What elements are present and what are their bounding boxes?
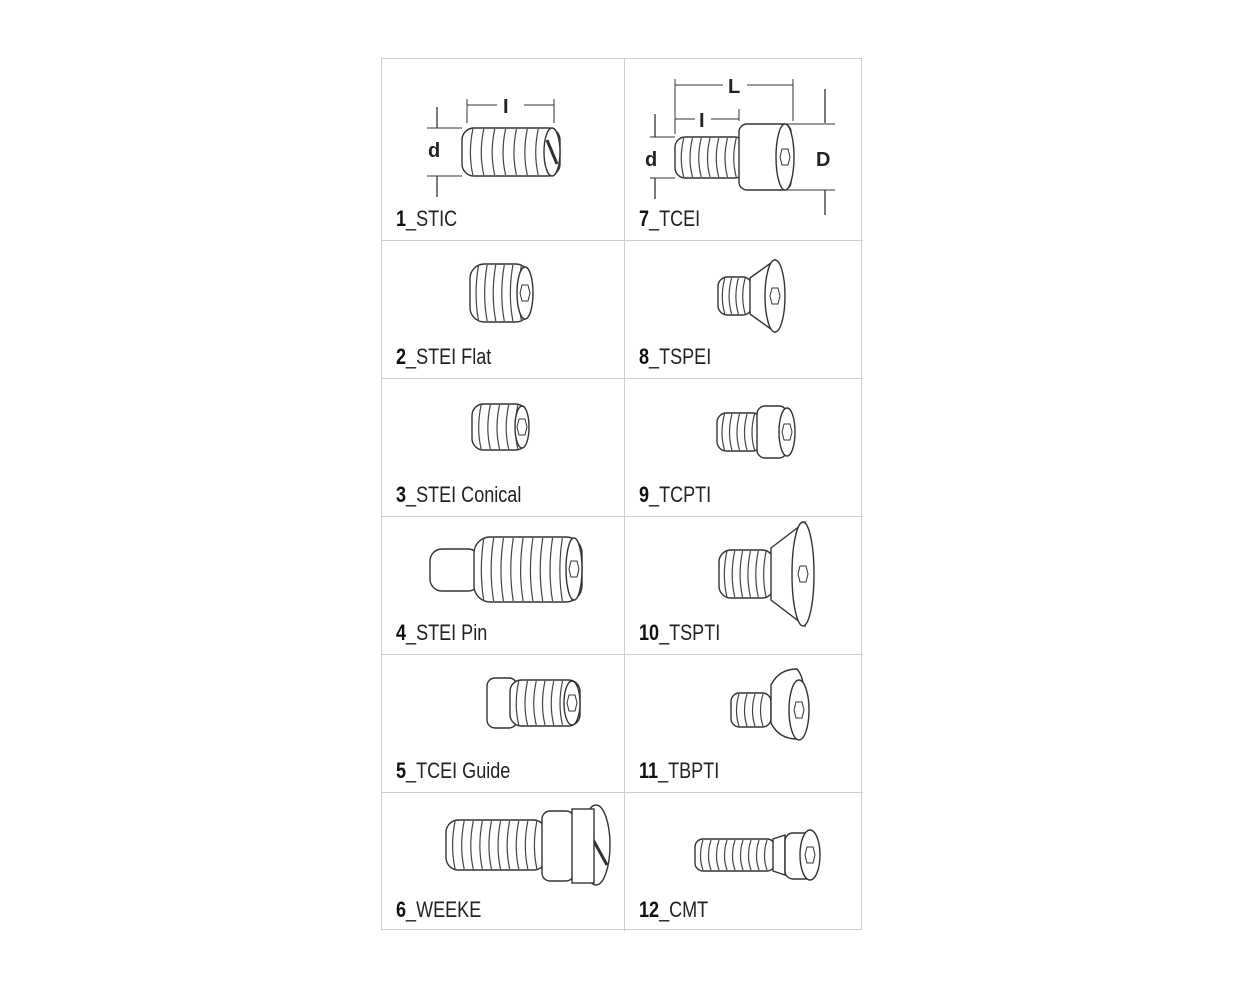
head-face [516, 266, 534, 320]
screw-cell-weeke-screw: 6_WEEKE [382, 793, 625, 931]
dimension-label: I [503, 96, 509, 118]
screw-name: _STIC [406, 206, 458, 231]
slot-icon [545, 139, 559, 165]
screw-cell-guide-screw: 5_TCEI Guide [382, 655, 625, 793]
screw-number: 6 [396, 897, 407, 922]
screw-number: 7 [639, 206, 650, 231]
screw-cell-flange-screw: 12_CMT [625, 793, 863, 931]
screw-name: _STEI Pin [406, 620, 488, 645]
screw-head [541, 810, 575, 882]
screw-number: 9 [639, 482, 650, 507]
screw-cell-flat-head-screw: 8_TSPEI [625, 241, 863, 379]
hex-socket-icon [516, 418, 528, 436]
hex-socket-icon [769, 287, 781, 305]
screw-name: _STEI Flat [406, 344, 492, 369]
thread [445, 819, 547, 871]
head-face [775, 123, 795, 191]
screw-number: 2 [396, 344, 407, 369]
screw-number: 3 [396, 482, 407, 507]
screw-name: _TCPTI [649, 482, 712, 507]
pan-head-screw-icon [716, 405, 796, 459]
screw-cell-pan-head-screw: 9_TCPTI [625, 379, 863, 517]
flat-head-screw-icon [717, 258, 786, 334]
socket-head-cap-screw-icon: d D L I [645, 76, 835, 215]
dimension-label: I [699, 110, 705, 132]
weeke-screw-icon [445, 804, 611, 886]
head-face [788, 679, 810, 741]
screw-cell-pin-set-screw: 4_STEI Pin [382, 517, 625, 655]
hex-socket-icon [804, 846, 816, 864]
head-face [778, 407, 796, 457]
screw-name: _TSPEI [649, 344, 712, 369]
screw-number: 12 [639, 897, 660, 922]
hex-socket-icon [779, 148, 791, 166]
head-face [764, 259, 786, 333]
screw-head [772, 834, 786, 876]
guide-screw-icon [486, 677, 581, 729]
screw-name: _CMT [659, 897, 709, 922]
screw-label: 2_STEI Flat [396, 344, 491, 370]
screw-number: 5 [396, 758, 407, 783]
screw-name: _WEEKE [406, 897, 482, 922]
screw-name: _STEI Conical [406, 482, 522, 507]
thread [694, 838, 776, 872]
dimension-label: L [728, 76, 740, 98]
hex-socket-icon [568, 560, 580, 578]
screw-number: 4 [396, 620, 407, 645]
head-face [791, 521, 815, 627]
dimension-label: d [428, 140, 440, 162]
screw-label: 1_STIC [396, 206, 457, 232]
head-face [514, 405, 530, 449]
screw-number: 11 [639, 758, 659, 783]
screw-name: _TBPTI [658, 758, 720, 783]
screw-number: 10 [639, 620, 660, 645]
dimension-label: d [645, 149, 657, 171]
screw-number: 8 [639, 344, 650, 369]
screw-label: 5_TCEI Guide [396, 758, 510, 784]
head-face [563, 680, 581, 726]
hex-socket-icon [566, 694, 578, 712]
flat-set-screw-icon [469, 263, 534, 323]
slotted-set-screw-icon: dI [427, 96, 561, 197]
head-face [565, 537, 583, 601]
screw-label: 7_TCEI [639, 206, 700, 232]
screw-label: 12_CMT [639, 897, 708, 923]
hex-socket-icon [519, 284, 531, 302]
screw-cell-button-head-screw: 11_TBPTI [625, 655, 863, 793]
flange-screw-icon [694, 829, 821, 881]
pin-set-screw-icon [429, 536, 583, 603]
dimension-label: D [816, 149, 830, 171]
countersunk-screw-icon [718, 520, 815, 628]
hex-socket-icon [781, 423, 793, 441]
thread [718, 549, 775, 599]
screw-number: 1 [396, 206, 407, 231]
pin [429, 548, 481, 592]
head-face [799, 829, 821, 881]
screw-cell-conical-set-screw: 3_STEI Conical [382, 379, 625, 517]
screw-name: _TSPTI [659, 620, 721, 645]
screw-cell-socket-head-cap-screw: d D L I 7_TCEI [625, 59, 863, 241]
screw-label: 10_TSPTI [639, 620, 720, 646]
screw-name: _TCEI [649, 206, 701, 231]
screw-label: 9_TCPTI [639, 482, 711, 508]
screw-name: _TCEI Guide [406, 758, 511, 783]
screw-label: 8_TSPEI [639, 344, 711, 370]
screw-cell-flat-set-screw: 2_STEI Flat [382, 241, 625, 379]
screw-label: 11_TBPTI [639, 758, 719, 784]
screw-label: 4_STEI Pin [396, 620, 487, 646]
screw-label: 6_WEEKE [396, 897, 481, 923]
hex-socket-icon [797, 565, 809, 583]
conical-set-screw-icon [471, 403, 530, 451]
button-head-screw-icon [730, 668, 810, 741]
screw-cell-countersunk-screw: 10_TSPTI [625, 517, 863, 655]
hex-socket-icon [793, 701, 805, 719]
screw-label: 3_STEI Conical [396, 482, 521, 508]
